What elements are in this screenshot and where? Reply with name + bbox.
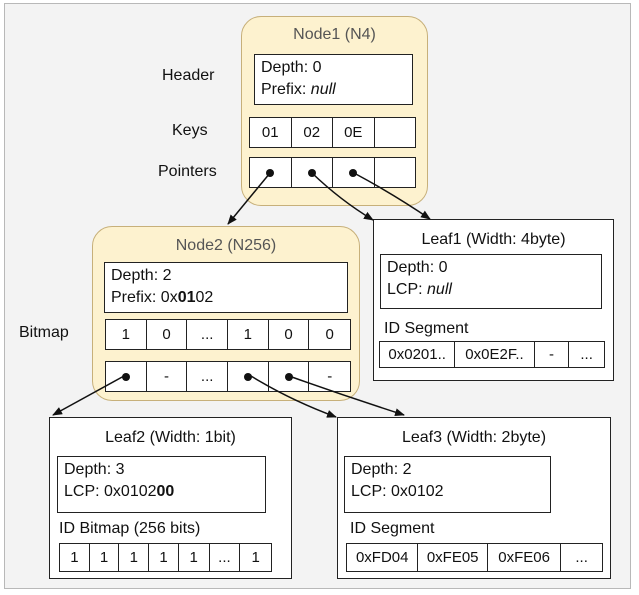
pointer-dot (243, 372, 252, 381)
node1-pointer-cell (292, 158, 333, 187)
id-bitmap-cell: 1 (119, 544, 150, 571)
leaf1-segment-row: 0x0201.. 0x0E2F.. - ... (379, 341, 605, 368)
leaf3-header-box: Depth: 2 LCP: 0x0102 (344, 456, 551, 513)
keys-label: Keys (172, 122, 208, 139)
segment-cell: - (535, 342, 570, 367)
leaf3: Leaf3 (Width: 2byte) Depth: 2 LCP: 0x010… (337, 417, 611, 579)
pointer-dot (266, 168, 275, 177)
node2-pointer-cell: ... (187, 362, 229, 391)
leaf2-title: Leaf2 (Width: 1bit) (105, 429, 236, 446)
leaf2-lcp: LCP: 0x010200 (64, 483, 175, 500)
bitmap-cell: ... (187, 320, 229, 349)
node2-title: Node2 (N256) (175, 237, 277, 254)
node2-pointer-cell (269, 362, 310, 391)
pointers-label: Pointers (158, 163, 217, 180)
segment-cell: ... (575, 549, 588, 566)
id-bitmap-cell: 1 (60, 544, 90, 571)
leaf2-bitmap-label: ID Bitmap (256 bits) (59, 520, 201, 537)
pointer-dot (349, 168, 358, 177)
leaf2-header-box: Depth: 3 LCP: 0x010200 (57, 456, 266, 513)
segment-cell: 0xFE05 (418, 544, 488, 571)
id-bitmap-cell: 1 (179, 544, 210, 571)
segment-cell: ... (580, 346, 593, 363)
node1-prefix: Prefix: null (261, 81, 336, 98)
node1-key-cell: 02 (292, 118, 333, 147)
segment-cell: 0xFD04 (347, 544, 419, 571)
leaf3-lcp: LCP: 0x0102 (351, 483, 444, 500)
node2-prefix: Prefix: 0x0102 (111, 289, 214, 306)
pointer-dot (121, 372, 130, 381)
pointer-dot (307, 168, 316, 177)
node1: Node1 (N4) Depth: 0 Prefix: null 01 02 0… (241, 16, 428, 206)
leaf3-depth: Depth: 2 (351, 461, 412, 478)
leaf1-header-box: Depth: 0 LCP: null (380, 254, 602, 309)
node2-pointers-row: - ... - (105, 361, 351, 392)
node1-keys-row: 01 02 0E (249, 117, 416, 148)
node2: Node2 (N256) Depth: 2 Prefix: 0x0102 1 0… (92, 226, 360, 401)
node2-bitmap-row: 1 0 ... 1 0 0 (105, 319, 351, 350)
leaf2-bitmap-row: 1 1 1 1 1 ... 1 (59, 543, 272, 572)
leaf1-segment-label: ID Segment (384, 320, 469, 337)
node1-pointer-cell (250, 158, 292, 187)
id-bitmap-cell: 1 (149, 544, 179, 571)
bitmap-cell: 0 (269, 320, 310, 349)
node2-pointer-cell (106, 362, 147, 391)
node2-depth: Depth: 2 (111, 267, 172, 284)
node1-key-cell: 0E (333, 118, 375, 147)
leaf1-title: Leaf1 (Width: 4byte) (421, 231, 566, 248)
node1-pointer-cell (375, 158, 416, 187)
id-bitmap-cell: 1 (251, 549, 260, 566)
segment-cell: 0xFE06 (488, 544, 562, 571)
node1-key-cell: 01 (250, 118, 292, 147)
node1-depth: Depth: 0 (261, 59, 322, 76)
bitmap-label: Bitmap (19, 324, 69, 341)
node1-title: Node1 (N4) (293, 26, 376, 43)
bitmap-cell: 0 (325, 326, 334, 343)
node2-pointer-cell (228, 362, 269, 391)
node2-pointer-cell: - (327, 368, 333, 385)
node1-key-cell (375, 118, 416, 147)
segment-cell: 0x0201.. (380, 342, 456, 367)
segment-cell: 0x0E2F.. (455, 342, 535, 367)
leaf1-lcp: LCP: null (387, 281, 452, 298)
bitmap-cell: 0 (147, 320, 188, 349)
node1-header-box: Depth: 0 Prefix: null (254, 54, 413, 105)
id-bitmap-cell: ... (210, 544, 241, 571)
leaf3-title: Leaf3 (Width: 2byte) (401, 429, 547, 446)
node1-pointers-row (249, 157, 416, 188)
leaf3-segment-row: 0xFD04 0xFE05 0xFE06 ... (346, 543, 603, 572)
node2-pointer-cell: - (147, 362, 188, 391)
leaf2: Leaf2 (Width: 1bit) Depth: 3 LCP: 0x0102… (49, 417, 292, 579)
leaf1-depth: Depth: 0 (387, 259, 448, 276)
node1-pointer-cell (333, 158, 375, 187)
leaf3-segment-label: ID Segment (350, 520, 435, 537)
id-bitmap-cell: 1 (90, 544, 120, 571)
pointer-dot (284, 372, 293, 381)
header-label: Header (162, 67, 215, 84)
leaf2-depth: Depth: 3 (64, 461, 125, 478)
leaf1: Leaf1 (Width: 4byte) Depth: 0 LCP: null … (373, 219, 614, 381)
node2-header-box: Depth: 2 Prefix: 0x0102 (104, 262, 348, 313)
bitmap-cell: 1 (106, 320, 147, 349)
bitmap-cell: 1 (228, 320, 269, 349)
